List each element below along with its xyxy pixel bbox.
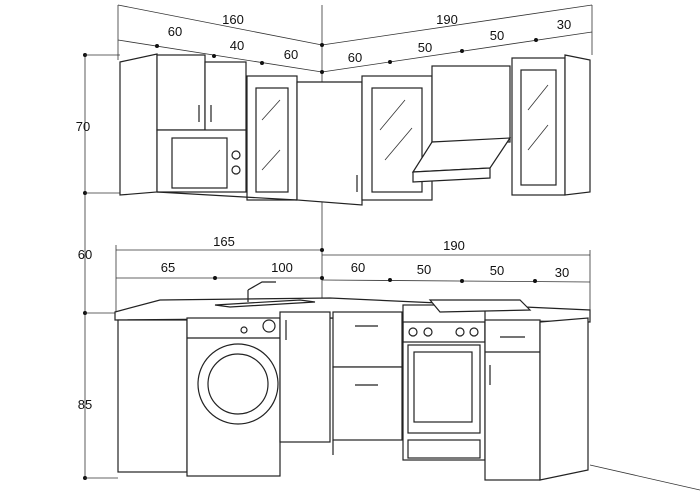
lower-right-seg-3: 50 xyxy=(490,263,504,278)
lower-right-seg-4: 30 xyxy=(555,265,569,280)
glass-door xyxy=(246,75,298,201)
upper-right-seg-1: 60 xyxy=(348,50,362,65)
wall-cabinets xyxy=(119,53,591,206)
faucet xyxy=(247,281,276,302)
upper-right-seg-2: 50 xyxy=(418,40,432,55)
base-cabinets xyxy=(114,281,700,491)
lower-right-total: 190 xyxy=(443,238,465,253)
microwave xyxy=(156,129,247,193)
upper-left-seg-2: 40 xyxy=(230,38,244,53)
lower-right-seg-1: 60 xyxy=(351,260,365,275)
dimension-labels: 160 60 40 60 190 60 50 50 30 70 60 85 16… xyxy=(76,12,571,412)
lower-left-seg-2: 100 xyxy=(271,260,293,275)
lower-right-seg-2: 50 xyxy=(417,262,431,277)
height-base-cabinet: 85 xyxy=(78,397,92,412)
lower-left-total: 165 xyxy=(213,234,235,249)
upper-left-total: 160 xyxy=(222,12,244,27)
upper-right-seg-3: 50 xyxy=(490,28,504,43)
upper-right-seg-4: 30 xyxy=(557,17,571,32)
washing-machine xyxy=(186,317,281,477)
lower-left-seg-1: 65 xyxy=(161,260,175,275)
upper-left-seg-3: 60 xyxy=(284,47,298,62)
upper-left-seg-1: 60 xyxy=(168,24,182,39)
lower-dimension-lines xyxy=(115,245,591,312)
height-gap: 60 xyxy=(78,247,92,262)
glass-door xyxy=(511,57,566,196)
vertical-dimension-line xyxy=(83,53,120,480)
height-wall-cabinet: 70 xyxy=(76,119,90,134)
upper-right-total: 190 xyxy=(436,12,458,27)
upper-dimension-lines xyxy=(117,4,593,74)
